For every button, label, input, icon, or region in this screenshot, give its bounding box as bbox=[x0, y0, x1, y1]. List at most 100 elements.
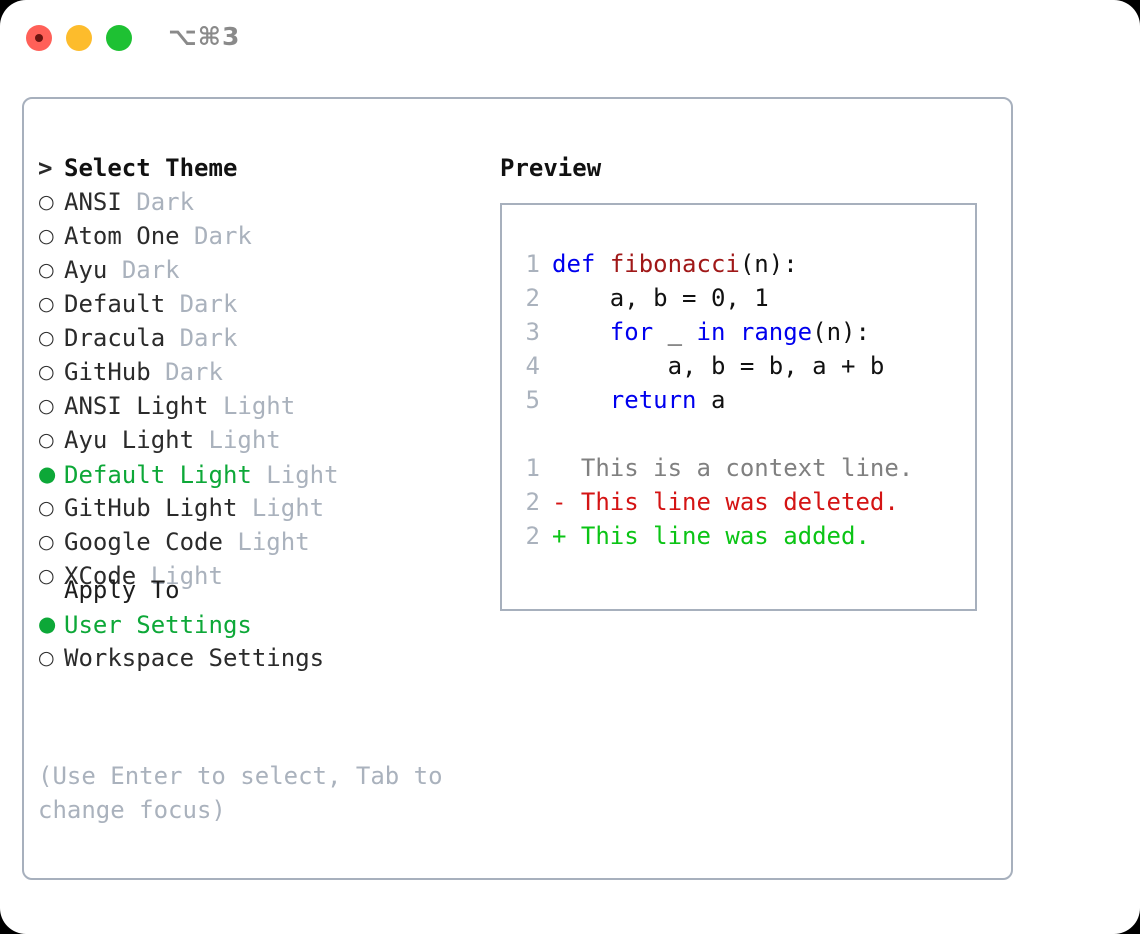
radio-unselected-icon: ○ bbox=[38, 429, 55, 451]
theme-option-name: ANSI Light bbox=[64, 392, 209, 420]
code-line-content: a, b = 0, 1 bbox=[540, 284, 769, 312]
theme-option-default-light[interactable]: ● Default Light Light bbox=[38, 457, 488, 491]
maximize-button-icon[interactable] bbox=[106, 25, 132, 51]
apply-to-rows: ● User Settings ○ Workspace Settings bbox=[38, 607, 488, 675]
code-token-plain: (n): bbox=[739, 250, 798, 278]
theme-picker-header-label: Select Theme bbox=[64, 154, 238, 182]
spacer bbox=[223, 528, 237, 556]
code-token-plain: a bbox=[696, 386, 726, 414]
theme-option-kind: Dark bbox=[194, 222, 252, 250]
code-line-number: 5 bbox=[525, 386, 540, 414]
diff-sample-block: 1 This is a context line.2- This line wa… bbox=[514, 451, 967, 553]
code-token-kw: def bbox=[552, 250, 596, 278]
radio-selected-icon: ● bbox=[38, 462, 57, 486]
code-token-plain bbox=[595, 250, 609, 278]
apply-to-option-label: User Settings bbox=[64, 611, 252, 639]
diff-line-content: - This line was deleted. bbox=[540, 488, 899, 516]
theme-picker-list: >Select Theme ○ANSI Dark○Atom One Dark○A… bbox=[38, 151, 488, 593]
spacer bbox=[165, 324, 179, 352]
spacer-icon bbox=[38, 573, 64, 607]
diff-line: 2- This line was deleted. bbox=[514, 485, 967, 519]
diff-text: This is a context line. bbox=[566, 454, 914, 482]
code-line-number: 1 bbox=[525, 250, 540, 278]
theme-option-kind: Light bbox=[150, 562, 223, 590]
code-token-plain bbox=[552, 318, 610, 346]
theme-option-kind: Light bbox=[266, 461, 339, 489]
minimize-button-icon[interactable] bbox=[66, 25, 92, 51]
close-button-icon[interactable] bbox=[26, 25, 52, 51]
spacer bbox=[252, 461, 266, 489]
code-token-kw: in bbox=[696, 318, 726, 346]
code-token-fn: fibonacci bbox=[609, 250, 740, 278]
radio-selected-icon: ● bbox=[38, 612, 57, 636]
spacer bbox=[122, 188, 136, 216]
preview-column: Preview bbox=[500, 151, 1000, 185]
diff-line: 1 This is a context line. bbox=[514, 451, 967, 485]
code-line-content: return a bbox=[540, 386, 726, 414]
theme-option-name: ANSI bbox=[64, 188, 122, 216]
theme-option-kind: Dark bbox=[179, 324, 238, 352]
theme-option-ayu[interactable]: ○Ayu Dark bbox=[38, 253, 488, 287]
theme-option-ansi-light[interactable]: ○ANSI Light Light bbox=[38, 389, 488, 423]
traffic-light-buttons bbox=[26, 25, 132, 51]
code-line-number: 4 bbox=[525, 352, 540, 380]
code-line: 4 a, b = b, a + b bbox=[514, 349, 967, 383]
diff-line-number: 1 bbox=[525, 454, 540, 482]
radio-unselected-icon: ○ bbox=[38, 191, 55, 213]
code-token-plain: a, b = 0, 1 bbox=[552, 284, 769, 312]
theme-option-github-light[interactable]: ○GitHub Light Light bbox=[38, 491, 488, 525]
diff-line-number: 2 bbox=[525, 488, 540, 516]
diff-marker: - bbox=[552, 488, 567, 516]
theme-option-name: Atom One bbox=[64, 222, 180, 250]
radio-unselected-icon: ○ bbox=[38, 361, 55, 383]
theme-option-name: Dracula bbox=[64, 324, 166, 352]
preview-title: Preview bbox=[500, 154, 602, 182]
code-token-kw: range bbox=[739, 318, 813, 346]
apply-to-option-workspace-settings[interactable]: ○ Workspace Settings bbox=[38, 641, 488, 675]
theme-option-kind: Dark bbox=[121, 256, 180, 284]
theme-option-name: Default Light bbox=[64, 461, 252, 489]
code-token-plain: a, b = b, a + b bbox=[552, 352, 885, 380]
code-diff-separator bbox=[514, 417, 967, 451]
theme-option-kind: Light bbox=[237, 528, 310, 556]
theme-option-default[interactable]: ○ Default Dark bbox=[38, 287, 488, 321]
theme-option-atom-one[interactable]: ○Atom One Dark bbox=[38, 219, 488, 253]
code-token-plain: (n): bbox=[812, 318, 870, 346]
theme-option-kind: Dark bbox=[165, 358, 223, 386]
theme-option-name: Default bbox=[64, 290, 166, 318]
spacer bbox=[237, 494, 251, 522]
window-shortcut-label: ⌥⌘3 bbox=[168, 22, 241, 51]
prompt-caret-icon: > bbox=[38, 154, 53, 182]
theme-option-ayu-light[interactable]: ○Ayu Light Light bbox=[38, 423, 488, 457]
code-line: 5 return a bbox=[514, 383, 967, 417]
theme-picker-header: > Select Theme bbox=[38, 151, 488, 185]
theme-option-github[interactable]: ○GitHub Dark bbox=[38, 355, 488, 389]
diff-line: 2+ This line was added. bbox=[514, 519, 967, 553]
spacer bbox=[194, 426, 208, 454]
diff-line-content: This is a context line. bbox=[540, 454, 913, 482]
theme-option-ansi[interactable]: ○ANSI Dark bbox=[38, 185, 488, 219]
apply-to-option-user-settings[interactable]: ● User Settings bbox=[38, 607, 488, 641]
theme-option-google-code[interactable]: ○Google Code Light bbox=[38, 525, 488, 559]
code-line-number: 3 bbox=[525, 318, 540, 346]
theme-option-dracula[interactable]: ○Dracula Dark bbox=[38, 321, 488, 355]
theme-option-kind: Dark bbox=[179, 290, 238, 318]
code-line: 1 def fibonacci(n): bbox=[514, 247, 967, 281]
theme-option-kind: Light bbox=[222, 392, 296, 420]
main-panel: >Select Theme ○ANSI Dark○Atom One Dark○A… bbox=[22, 97, 1013, 880]
spacer bbox=[165, 290, 179, 318]
radio-unselected-icon: ○ bbox=[38, 647, 55, 669]
radio-unselected-icon: ○ bbox=[38, 293, 55, 315]
code-line-content: for _ in range(n): bbox=[540, 318, 870, 346]
radio-unselected-icon: ○ bbox=[38, 259, 55, 281]
code-line-number: 2 bbox=[525, 284, 540, 312]
theme-option-xcode[interactable]: ○XCode Light bbox=[38, 559, 488, 593]
radio-unselected-icon: ○ bbox=[38, 565, 55, 587]
code-token-kw: return bbox=[609, 386, 697, 414]
keyboard-hint-text: (Use Enter to select, Tab to change focu… bbox=[38, 762, 443, 824]
apply-to-option-label: Workspace Settings bbox=[64, 644, 325, 672]
diff-line-number: 2 bbox=[525, 522, 540, 550]
code-token-kw: for bbox=[609, 318, 654, 346]
